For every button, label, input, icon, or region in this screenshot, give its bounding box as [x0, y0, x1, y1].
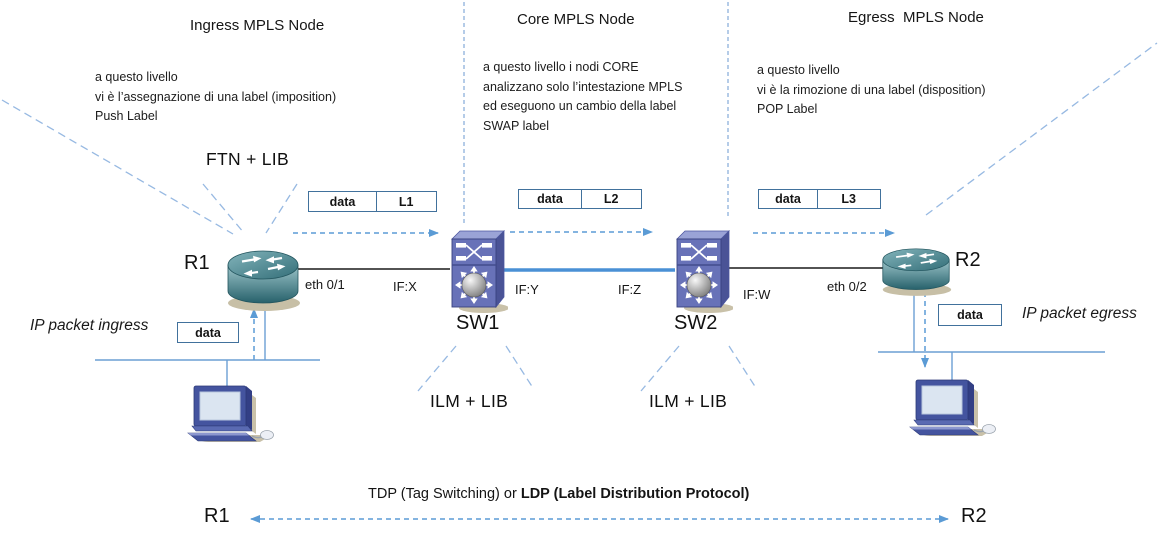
packet-data-field: data [177, 322, 239, 343]
note-egress: a questo livello vi è la rimozione di un… [757, 63, 986, 116]
note-ingress: a questo livello vi è l’assegnazione di … [95, 70, 337, 123]
ftn-lib-tag: FTN + LIB [206, 149, 289, 169]
ilm-lib-tag-sw1: ILM + LIB [430, 391, 509, 411]
switch-hub-glyph [680, 266, 718, 304]
ip-packet-egress-box: data [938, 304, 1002, 326]
packet-label-field: L3 [816, 189, 881, 209]
signaling-protocol-prefix: TDP (Tag Switching) or [368, 486, 521, 502]
router-r2-label: R2 [955, 249, 981, 271]
section-title-egress: Egress MPLS Node [848, 9, 984, 26]
ip-packet-ingress-box: data [177, 322, 239, 343]
iface-ifw-label: IF:W [743, 287, 771, 302]
ilm-lib-tag-sw2: ILM + LIB [649, 391, 728, 411]
mpls-packet-l3: data L3 [758, 189, 881, 209]
signaling-protocol-title: TDP (Tag Switching) or LDP (Label Distri… [368, 486, 749, 502]
switch-sw2-label: SW2 [674, 312, 718, 334]
switch-hub-glyph [455, 266, 493, 304]
packet-data-field: data [518, 189, 582, 209]
signaling-protocol-bold: LDP (Label Distribution Protocol) [520, 486, 750, 502]
ip-packet-egress-label: IP packet egress [1022, 305, 1137, 322]
switch-sw2-icon [676, 230, 733, 313]
packet-data-field: data [758, 189, 818, 209]
router-arrows [241, 255, 286, 277]
computer-ingress-icon [187, 385, 274, 442]
router-arrows [895, 252, 938, 269]
signaling-r1-label: R1 [204, 505, 230, 527]
section-title-ingress: Ingress MPLS Node [190, 17, 325, 34]
iface-ifz-label: IF:Z [618, 282, 642, 297]
signaling-r2-label: R2 [961, 505, 987, 527]
switch-crossover-glyph [456, 243, 492, 261]
physical-links [296, 267, 884, 272]
iface-ify-label: IF:Y [515, 282, 539, 297]
switch-sw1-label: SW1 [456, 312, 500, 334]
router-r2-icon [882, 248, 952, 296]
mpls-packet-l2: data L2 [518, 189, 642, 209]
iface-eth02-label: eth 0/2 [827, 279, 867, 294]
packet-label-field: L2 [580, 189, 642, 209]
iface-eth01-label: eth 0/1 [305, 277, 345, 292]
router-r1-label: R1 [184, 252, 210, 274]
packet-data-field: data [308, 191, 377, 212]
switch-sw1-icon [451, 230, 508, 313]
section-title-core: Core MPLS Node [517, 11, 635, 28]
computer-egress-icon [909, 379, 996, 436]
mpls-packet-l1: data L1 [308, 191, 437, 212]
iface-ifx-label: IF:X [393, 279, 417, 294]
packet-data-field: data [938, 304, 1002, 326]
packet-flow-arrows [250, 228, 929, 368]
ip-packet-ingress-label: IP packet ingress [30, 317, 149, 334]
router-r1-icon [227, 250, 300, 311]
switch-crossover-glyph [681, 243, 717, 261]
packet-label-field: L1 [375, 191, 437, 212]
note-core: a questo livello i nodi CORE analizzano … [483, 60, 683, 133]
